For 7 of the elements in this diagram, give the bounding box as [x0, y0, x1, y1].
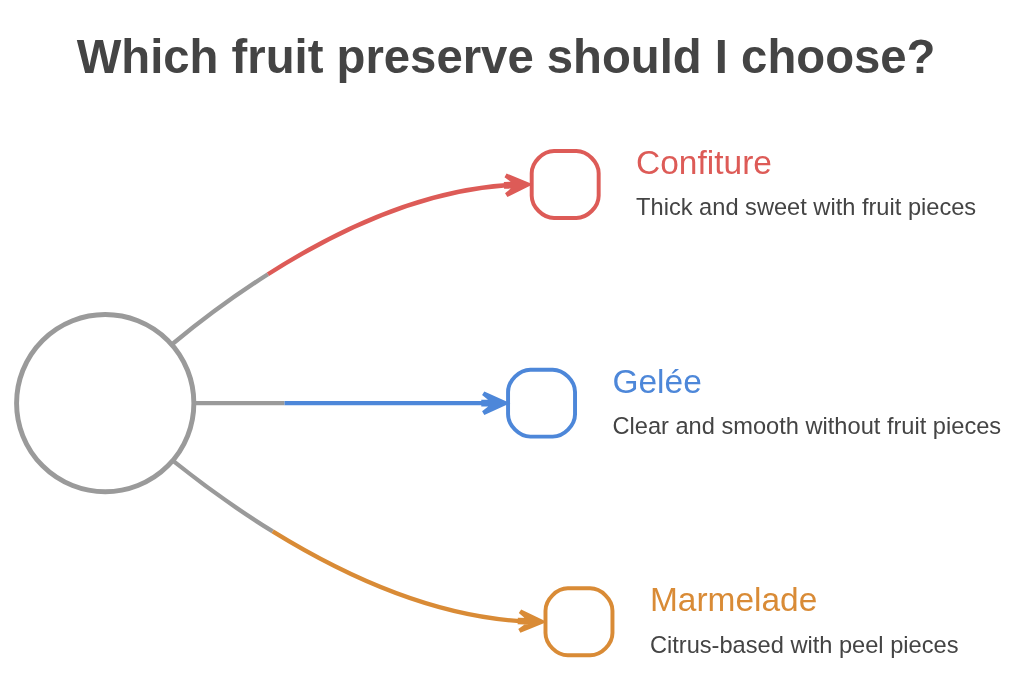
node-label: Marmelade — [649, 580, 818, 618]
node-label: Thick and sweet with fruit pieces — [636, 193, 977, 220]
node-label: Gelée — [612, 362, 702, 400]
node-label: Confiture — [636, 143, 772, 181]
node-label: Citrus-based with peel pieces — [649, 631, 959, 658]
node-label: Clear and smooth without fruit pieces — [612, 412, 1002, 439]
diagram-title: Which fruit preserve should I choose? — [76, 29, 936, 83]
